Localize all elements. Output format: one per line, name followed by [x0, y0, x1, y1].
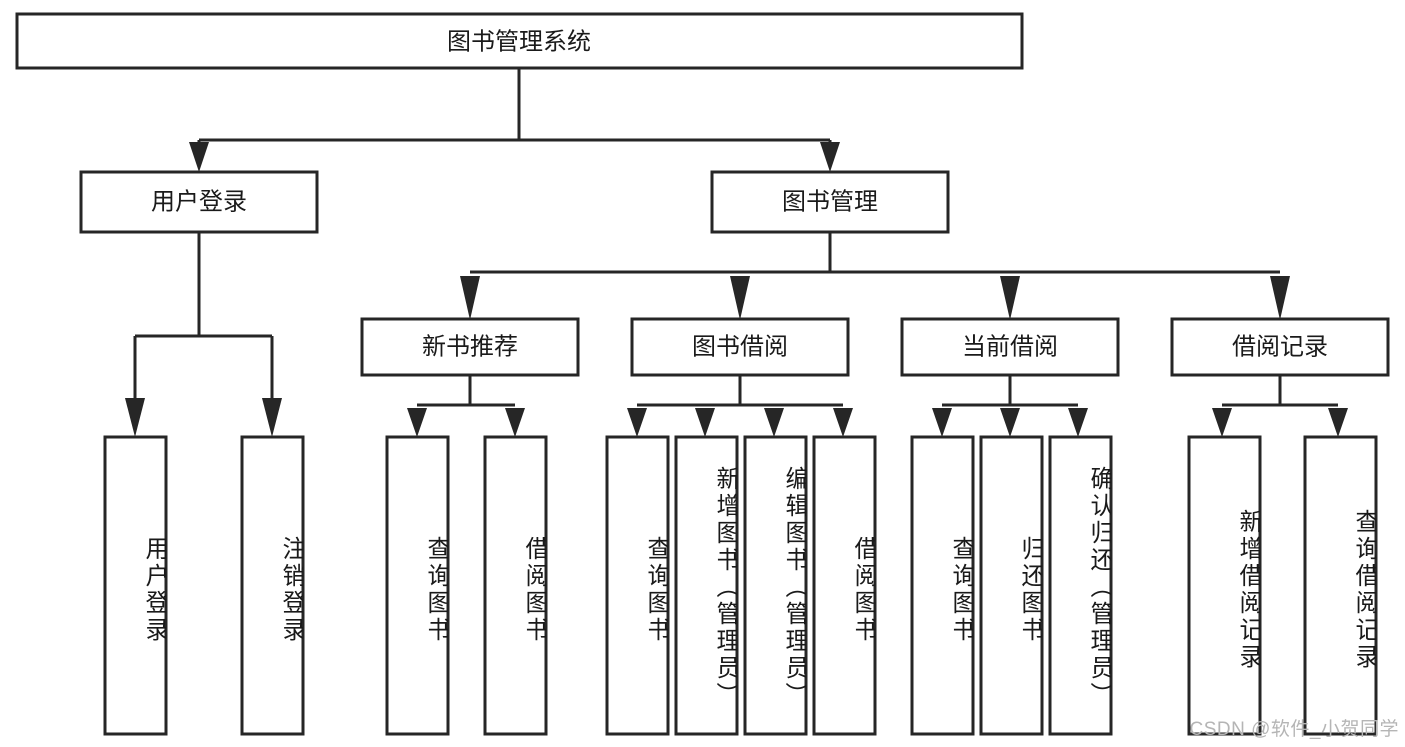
arrow-head-icon — [730, 276, 750, 320]
connector-borrow-record-to-leaves — [1212, 375, 1348, 437]
arrow-head-icon — [1270, 276, 1290, 320]
leaf-query-book-1[interactable] — [385, 435, 450, 736]
arrow-head-icon — [1000, 276, 1020, 320]
node-current-borrow-label: 当前借阅 — [962, 333, 1058, 360]
arrow-head-icon — [833, 408, 853, 437]
node-borrow-record[interactable]: 借阅记录 — [1170, 317, 1390, 377]
arrow-head-icon — [695, 408, 715, 437]
arrow-head-icon — [505, 408, 525, 437]
watermark: CSDN @软件_小贺同学 — [1189, 719, 1399, 740]
leaf-query-book-3[interactable] — [910, 435, 975, 736]
node-current-borrow[interactable]: 当前借阅 — [900, 317, 1120, 377]
leaf-return-book[interactable] — [979, 435, 1044, 736]
node-book-borrow-label: 图书借阅 — [692, 333, 788, 360]
node-new-book-recommend[interactable]: 新书推荐 — [360, 317, 580, 377]
node-new-book-recommend-label: 新书推荐 — [422, 333, 518, 360]
leaf-add-record[interactable] — [1187, 435, 1262, 736]
arrow-head-icon — [407, 408, 427, 437]
arrow-head-icon — [932, 408, 952, 437]
node-book-borrow[interactable]: 图书借阅 — [630, 317, 850, 377]
arrow-head-icon — [1212, 408, 1232, 437]
connector-user-login-to-leaves — [125, 232, 282, 437]
leaf-borrow-book-1[interactable] — [483, 435, 548, 736]
leaf-borrow-book-2[interactable] — [812, 435, 877, 736]
leaf-confirm-return[interactable] — [1048, 435, 1113, 736]
arrow-head-icon — [1068, 408, 1088, 437]
node-borrow-record-label: 借阅记录 — [1232, 333, 1328, 360]
arrow-head-icon — [262, 398, 282, 437]
arrow-head-icon — [460, 276, 480, 320]
arrow-head-icon — [764, 408, 784, 437]
node-root-label: 图书管理系统 — [447, 28, 591, 55]
leaf-query-record[interactable] — [1303, 435, 1378, 736]
connector-book-management-to-level3 — [460, 232, 1290, 320]
arrow-head-icon — [1000, 408, 1020, 437]
node-book-management[interactable]: 图书管理 — [710, 170, 950, 234]
connector-root-to-level2 — [189, 68, 840, 172]
leaf-edit-book[interactable] — [743, 435, 808, 736]
leaf-logout-login[interactable] — [240, 435, 305, 736]
node-book-management-label: 图书管理 — [782, 188, 878, 215]
node-user-login-label: 用户登录 — [151, 188, 247, 215]
arrow-head-icon — [1328, 408, 1348, 437]
leaf-query-book-2[interactable] — [605, 435, 670, 736]
node-root[interactable]: 图书管理系统 — [15, 12, 1024, 70]
arrow-head-icon — [627, 408, 647, 437]
node-user-login[interactable]: 用户登录 — [79, 170, 319, 234]
leaf-add-book[interactable] — [674, 435, 739, 736]
arrow-head-icon — [125, 398, 145, 437]
connector-book-borrow-to-leaves — [627, 375, 853, 437]
arrow-head-icon — [820, 142, 840, 172]
leaf-user-login[interactable] — [103, 435, 168, 736]
connector-new-book-recommend-to-leaves — [407, 375, 525, 437]
connector-current-borrow-to-leaves — [932, 375, 1088, 437]
arrow-head-icon — [189, 142, 209, 172]
